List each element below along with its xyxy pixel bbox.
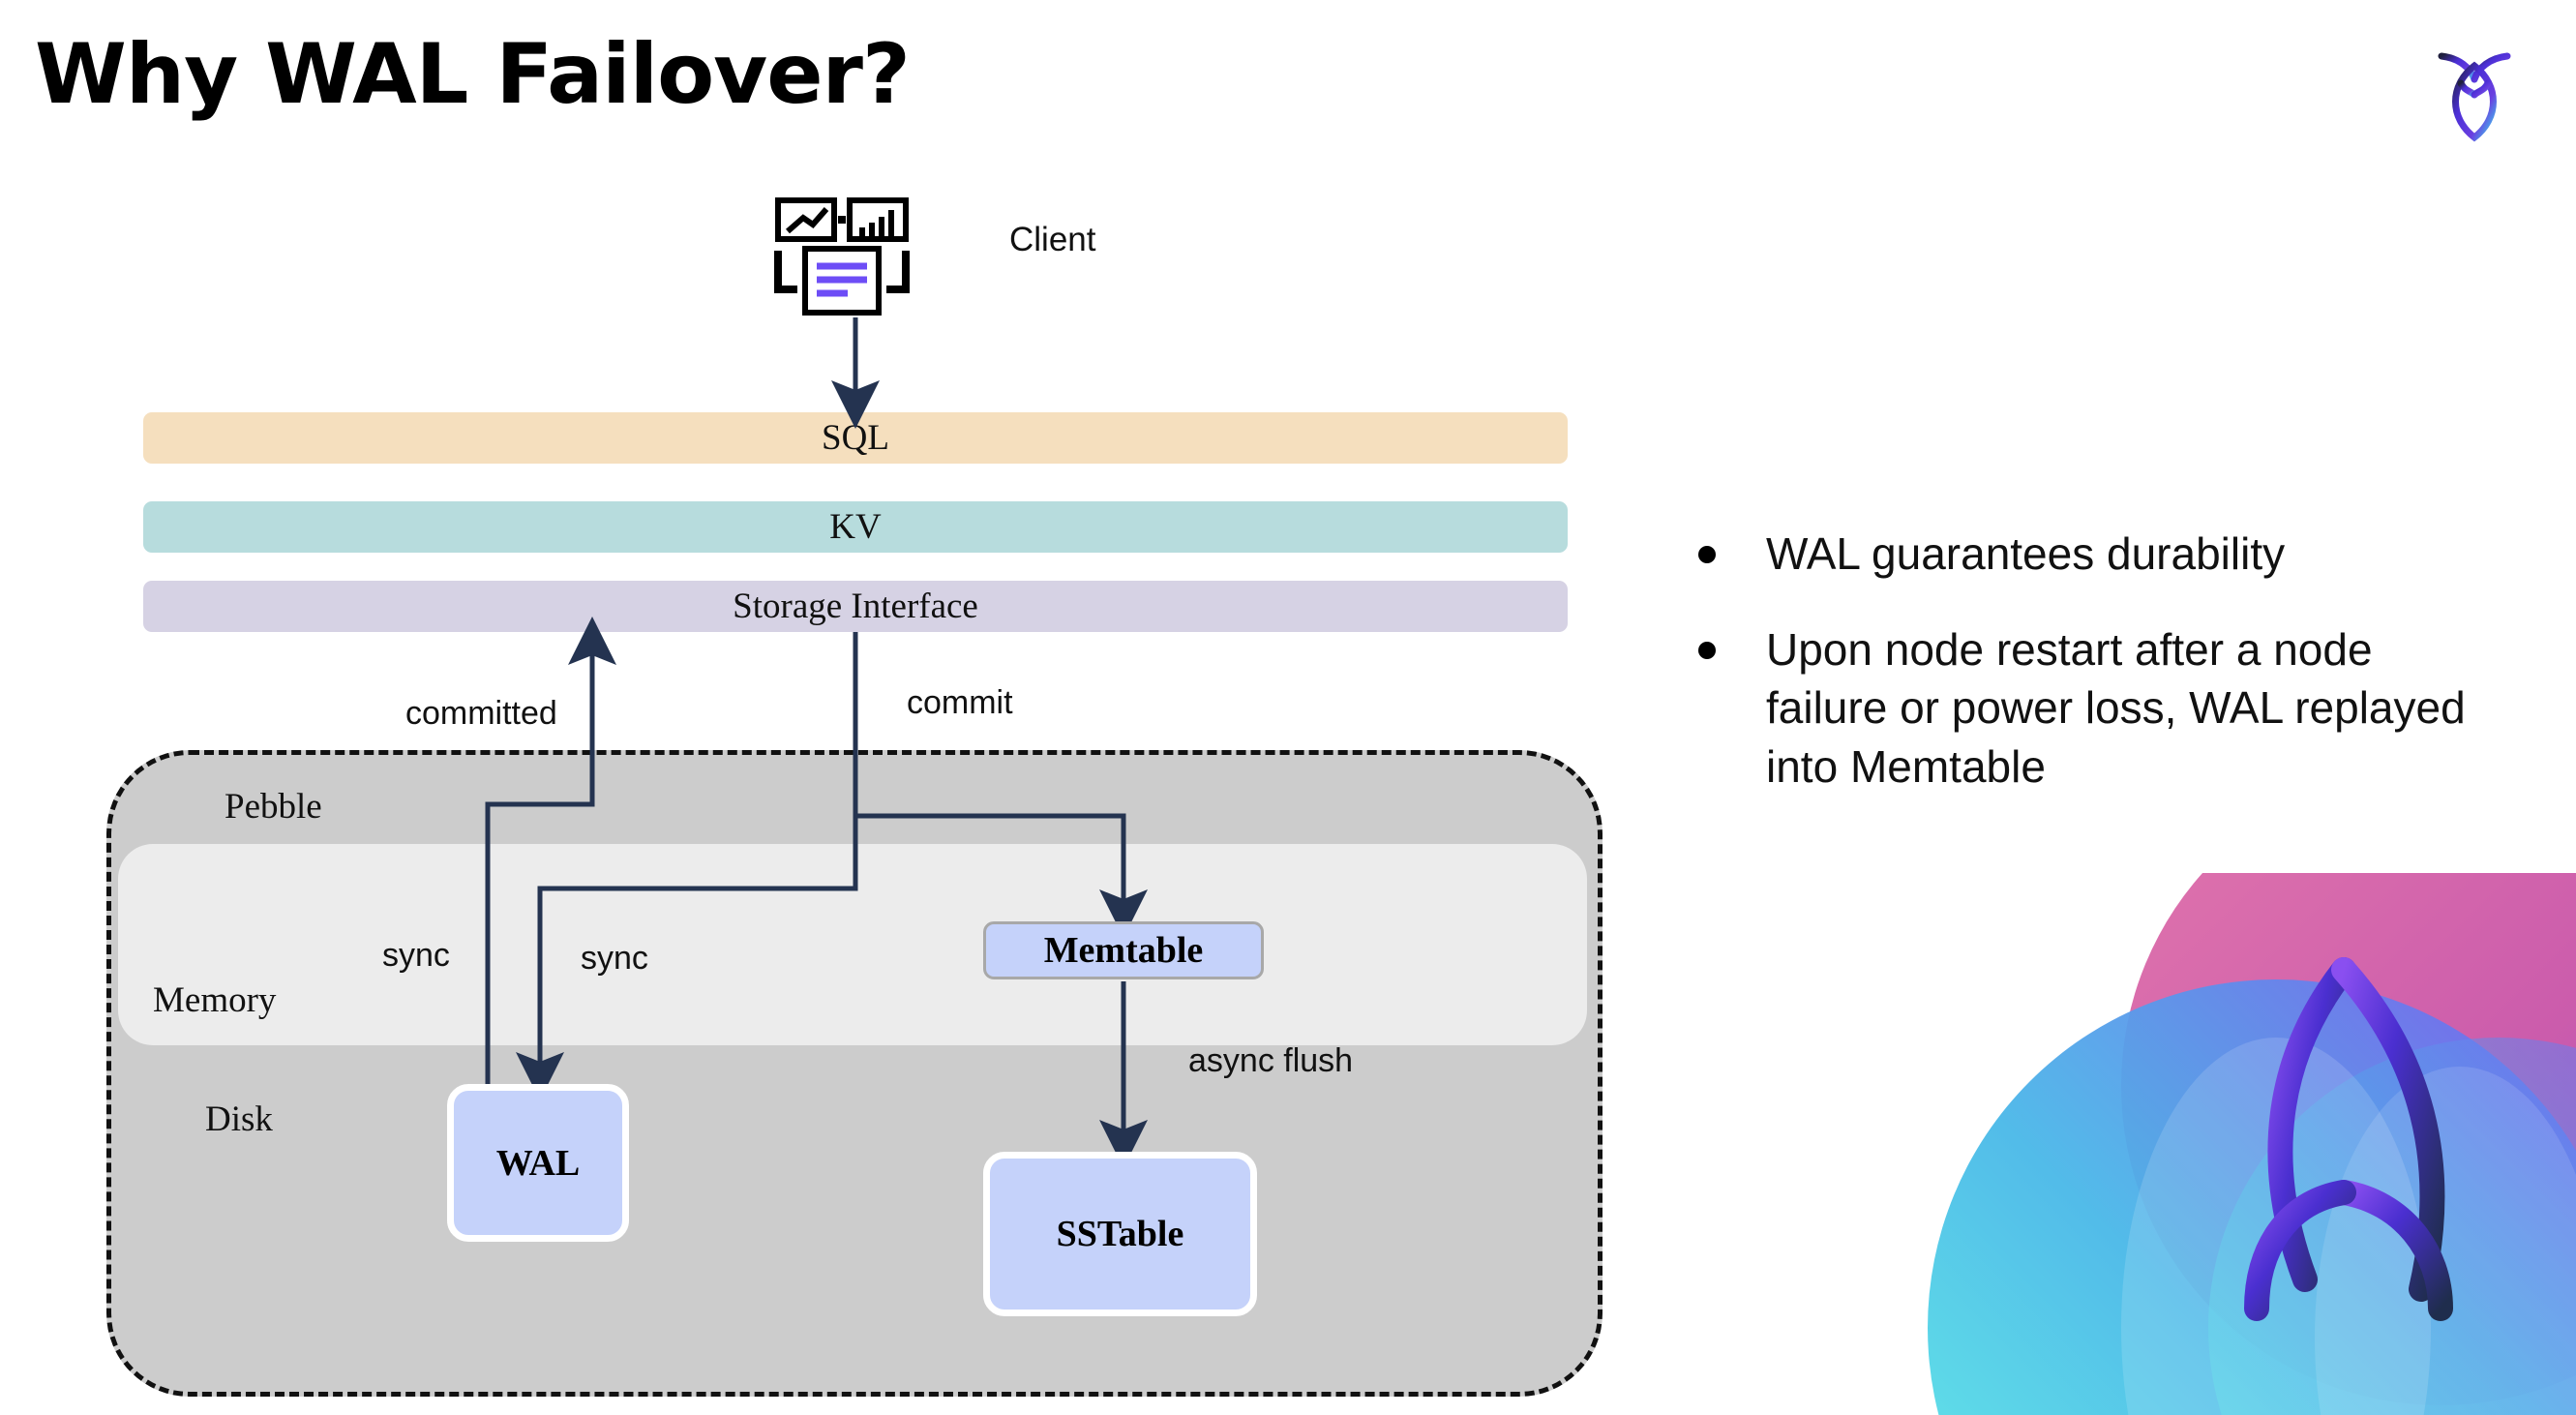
memory-label: Memory <box>153 980 277 1020</box>
list-item: WAL guarantees durability <box>1698 525 2501 584</box>
edge-label-commit: commit <box>907 684 1013 721</box>
edge-label-sync-right: sync <box>581 940 648 977</box>
layer-bar-sql: SQL <box>143 412 1568 464</box>
memory-region <box>118 844 1587 1045</box>
list-item: Upon node restart after a node failure o… <box>1698 620 2501 797</box>
node-memtable-label: Memtable <box>1043 930 1204 971</box>
edge-label-async-flush: async flush <box>1188 1042 1354 1079</box>
node-sstable-label: SSTable <box>1056 1214 1184 1254</box>
layer-bar-kv: KV <box>143 501 1568 553</box>
node-wal-label: WAL <box>495 1142 581 1184</box>
bullet-list: WAL guarantees durability Upon node rest… <box>1698 525 2501 833</box>
pebble-label: Pebble <box>225 787 322 827</box>
node-memtable: Memtable <box>983 921 1264 979</box>
bullet-dot-icon <box>1698 641 1716 659</box>
node-sstable: SSTable <box>983 1152 1257 1316</box>
layer-bar-sql-label: SQL <box>822 418 889 458</box>
bullet-dot-icon <box>1698 546 1716 563</box>
node-wal: WAL <box>447 1084 629 1242</box>
layer-bar-storage-interface: Storage Interface <box>143 581 1568 632</box>
client-dashboard-icon <box>774 197 910 316</box>
client-label: Client <box>1009 221 1096 258</box>
page-title: Why WAL Failover? <box>35 26 911 123</box>
bullet-text: WAL guarantees durability <box>1766 528 2286 579</box>
decorative-corner-graphic <box>1928 873 2576 1415</box>
layer-bar-storage-interface-label: Storage Interface <box>733 587 978 626</box>
bullet-text: Upon node restart after a node failure o… <box>1766 623 2466 793</box>
edge-label-committed: committed <box>405 695 557 732</box>
cockroachdb-logo <box>2438 52 2511 142</box>
disk-label: Disk <box>205 1099 273 1139</box>
layer-bar-kv-label: KV <box>829 507 882 547</box>
edge-label-sync-left: sync <box>382 937 450 974</box>
